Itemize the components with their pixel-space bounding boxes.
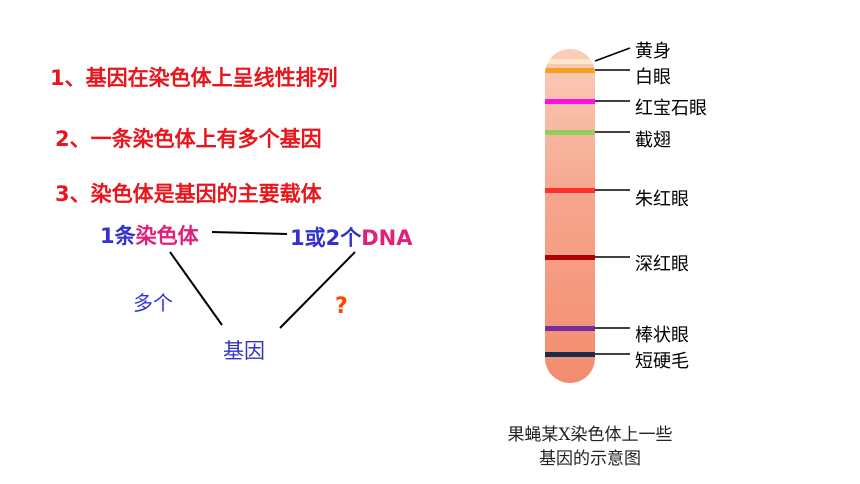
question-mark: ? <box>335 294 348 319</box>
gene-label: 红宝石眼 <box>635 98 707 119</box>
chromosome-word: 染色体 <box>135 224 199 248</box>
chromosome-count: 1条 <box>100 224 136 248</box>
gene-node: 基因 <box>223 339 265 363</box>
gene-band-2 <box>545 68 595 73</box>
statement-2: 2、一条染色体上有多个基因 <box>55 127 322 151</box>
gene-band-5 <box>545 188 595 193</box>
gene-band-1 <box>545 59 595 64</box>
gene-pointer-1 <box>594 47 631 62</box>
gene-band-3 <box>545 99 595 104</box>
statement-3: 3、染色体是基因的主要载体 <box>55 182 322 206</box>
gene-label: 截翅 <box>635 130 671 151</box>
gene-band-4 <box>545 130 595 135</box>
chromosome-gene-line <box>169 251 223 326</box>
dna-count: 1或2个 <box>290 226 362 250</box>
chromosome-bar <box>545 49 595 383</box>
chromosome-node: 1条染色体 <box>100 220 199 250</box>
gene-label: 棒状眼 <box>635 325 689 346</box>
chromosome-dna-line <box>211 231 288 235</box>
statement-1: 1、基因在染色体上呈线性排列 <box>50 66 338 90</box>
gene-band-6 <box>545 255 595 260</box>
figure-caption-line2: 基因的示意图 <box>539 449 641 469</box>
dna-gene-line <box>279 251 356 329</box>
gene-band-8 <box>545 352 595 357</box>
gene-label: 深红眼 <box>635 254 689 275</box>
gene-label: 朱红眼 <box>635 189 689 210</box>
gene-label: 短硬毛 <box>635 351 689 372</box>
many-label: 多个 <box>133 291 173 315</box>
gene-band-7 <box>545 326 595 331</box>
dna-word: DNA <box>361 226 413 250</box>
gene-label: 黄身 <box>635 41 671 62</box>
gene-label: 白眼 <box>635 67 671 88</box>
figure-caption-line1: 果蝇某X染色体上一些 <box>507 425 673 445</box>
dna-node: 1或2个DNA <box>290 222 413 252</box>
